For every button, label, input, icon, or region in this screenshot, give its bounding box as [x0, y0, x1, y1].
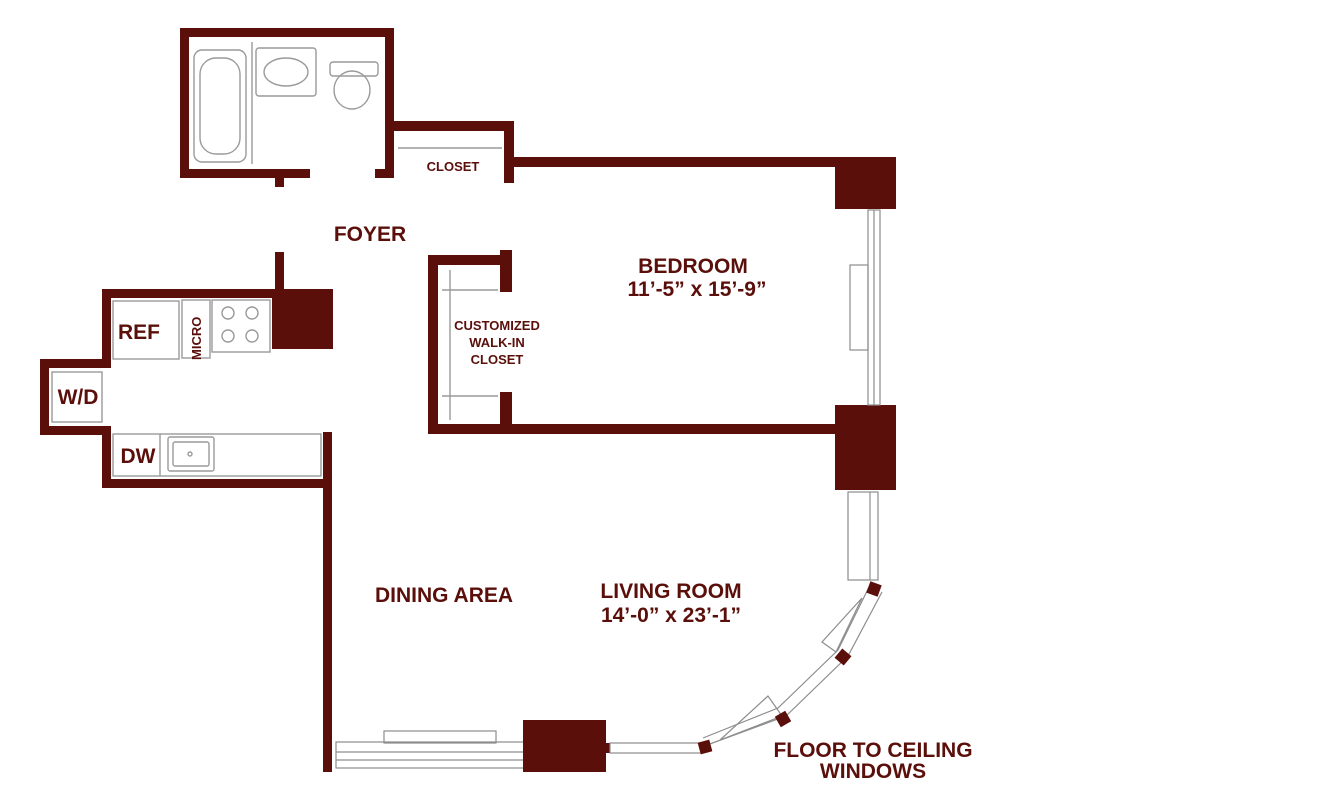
window-panel: [821, 597, 863, 653]
micro-label: MICRO: [189, 317, 204, 360]
wall: [40, 359, 111, 368]
wall: [40, 426, 111, 435]
bedroom-dimensions: 11’-5” x 15’-9”: [628, 278, 767, 301]
closet-label: CLOSET: [427, 159, 480, 174]
sink-basin: [172, 441, 210, 467]
wall: [180, 169, 310, 178]
window: [847, 491, 879, 581]
window: [609, 742, 703, 754]
kitchen: REF MICRO W/D DW: [40, 252, 333, 772]
window-mullion: [697, 739, 713, 755]
wall: [102, 289, 284, 298]
window-panel: [719, 695, 783, 741]
curved-window-inner: [702, 584, 871, 739]
wall: [428, 255, 510, 265]
wall: [504, 121, 514, 183]
bathtub-basin: [199, 57, 241, 155]
bathroom: [180, 28, 394, 187]
living-room-dimensions: 14’-0” x 23’-1”: [601, 604, 741, 627]
window-mullion: [866, 581, 882, 597]
washer-dryer-icon: [51, 371, 103, 423]
living-room-label: LIVING ROOM: [600, 580, 741, 603]
sink-icon: [263, 57, 309, 87]
entry-closet: CLOSET: [394, 121, 514, 183]
wall: [102, 289, 111, 359]
vanity-icon: [255, 47, 317, 97]
wall: [500, 250, 512, 292]
burner-icon: [245, 329, 259, 343]
window-mullion: [605, 743, 610, 753]
cooktop-icon: [211, 299, 271, 353]
windows-label-1: FLOOR TO CEILING: [773, 739, 972, 762]
burner-icon: [245, 306, 259, 320]
toilet-tank-icon: [329, 61, 379, 77]
ref-label: REF: [118, 321, 160, 344]
wall: [180, 28, 394, 37]
wall: [40, 359, 49, 435]
bedroom: BEDROOM 11’-5” x 15’-9”: [428, 157, 896, 490]
toilet-bowl-icon: [333, 70, 371, 110]
column: [835, 157, 896, 209]
wall: [102, 426, 111, 488]
bedroom-label: BEDROOM: [638, 255, 748, 278]
wall: [180, 28, 189, 178]
kitchen-sink-icon: [167, 436, 215, 472]
wall: [500, 392, 512, 432]
wall: [428, 424, 838, 434]
drain-icon: [187, 451, 193, 457]
refrigerator-icon: [112, 300, 180, 360]
wall: [504, 157, 896, 167]
burner-icon: [221, 306, 235, 320]
wall: [323, 432, 332, 772]
microwave-icon: [181, 299, 211, 359]
bathtub-icon: [193, 49, 247, 163]
wall: [385, 28, 394, 178]
column: [272, 289, 333, 349]
foyer-label: FOYER: [334, 223, 406, 246]
wall: [102, 479, 332, 488]
window-mullion: [774, 710, 792, 728]
wall: [428, 255, 438, 434]
counter-icon: [112, 433, 322, 477]
burner-icon: [221, 329, 235, 343]
window-mullion: [834, 648, 852, 666]
window-panel: [383, 730, 497, 744]
wall: [394, 121, 514, 131]
wall: [275, 169, 284, 187]
dw-label: DW: [121, 445, 156, 468]
dining-area-label: DINING AREA: [375, 584, 513, 607]
walk-in-closet-label-2: WALK-IN: [469, 335, 525, 350]
window: [335, 741, 525, 769]
walk-in-closet-label-1: CUSTOMIZED: [454, 318, 540, 333]
column: [835, 405, 896, 490]
wd-label: W/D: [58, 386, 99, 409]
wall: [275, 252, 284, 290]
curved-window: [706, 591, 883, 746]
living-room: DINING AREA LIVING ROOM 14’-0” x 23’-1” …: [335, 491, 973, 783]
wall: [375, 169, 394, 178]
walk-in-closet: CUSTOMIZED WALK-IN CLOSET: [428, 250, 540, 434]
windows-label-2: WINDOWS: [820, 760, 926, 783]
window-panel: [849, 264, 869, 351]
column: [523, 720, 606, 772]
walk-in-closet-label-3: CLOSET: [471, 352, 524, 367]
